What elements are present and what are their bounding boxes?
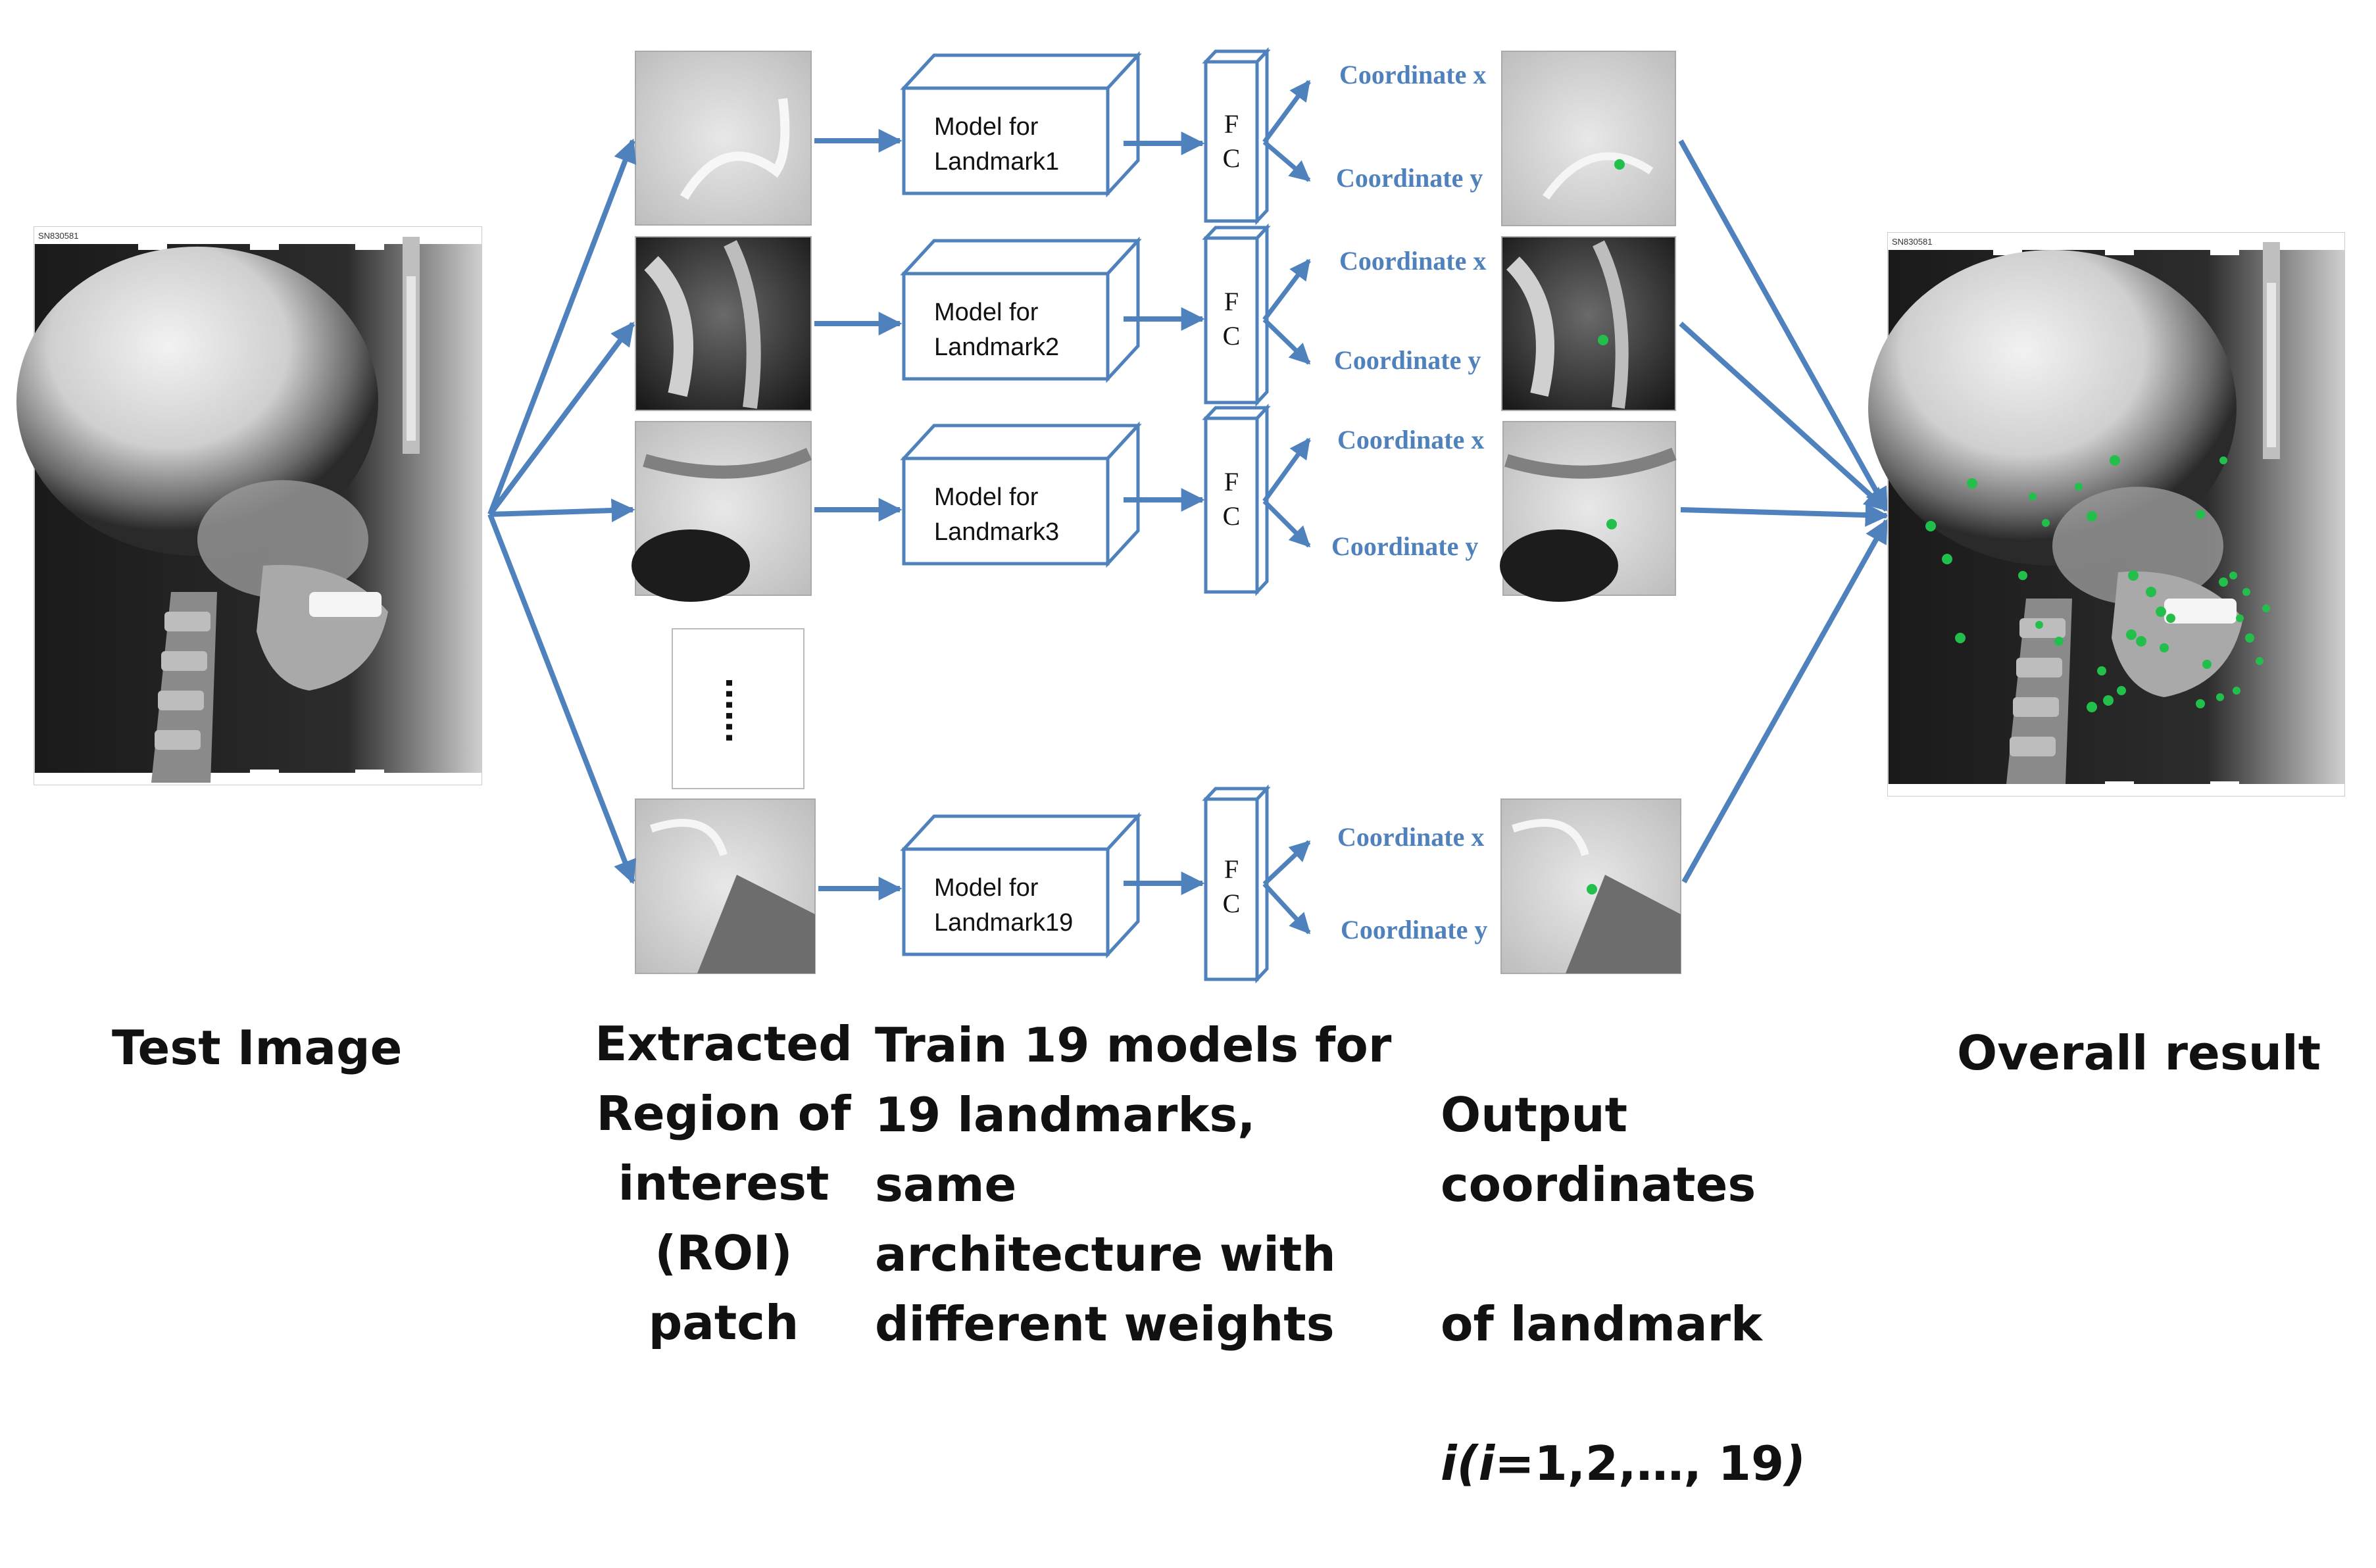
- model-1-line2: Landmark1: [934, 148, 1059, 176]
- row-19: Model for Landmark19 F C Coordinate x Co…: [818, 518, 1889, 984]
- pipeline-diagram: SN830581 ......: [16, 47, 2345, 1491]
- model-2-line2: Landmark2: [934, 333, 1059, 361]
- coord-x-1: Coordinate x: [1339, 60, 1486, 89]
- landmark-dot-3: [1606, 519, 1617, 529]
- coord-x-3: Coordinate x: [1337, 425, 1484, 454]
- caption-output-eq: =1,2,…, 19: [1495, 1436, 1785, 1491]
- fc-19-line1: F: [1224, 854, 1239, 884]
- caption-output-line1: Output coordinates: [1441, 1087, 1756, 1212]
- model-19-line2: Landmark19: [934, 909, 1073, 937]
- diagram-canvas: SN830581 ......: [16, 47, 2345, 984]
- model-box-2: Model for Landmark2: [900, 236, 1142, 383]
- test-image-id: SN830581: [38, 231, 78, 241]
- row-1: Model for Landmark1 F C Coordinate x Coo…: [814, 47, 1889, 512]
- model-box-1: Model for Landmark1: [900, 51, 1142, 198]
- caption-output-line2: of landmark: [1441, 1296, 1762, 1352]
- landmark-dot-2: [1598, 335, 1608, 345]
- coord-x-2: Coordinate x: [1339, 246, 1486, 276]
- model-2-line1: Model for: [934, 299, 1039, 326]
- result-image: SN830581: [1868, 232, 2345, 796]
- caption-test-image: Test Image: [112, 1020, 403, 1075]
- fc-19-line2: C: [1223, 889, 1241, 918]
- result-landmarks: [1925, 455, 2270, 712]
- caption-roi: Extracted Region of interest (ROI) patch: [595, 1016, 853, 1350]
- model-1-line1: Model for: [934, 113, 1039, 141]
- fc-3-line2: C: [1223, 501, 1241, 531]
- model-3-line2: Landmark3: [934, 518, 1059, 546]
- coord-x-19: Coordinate x: [1337, 822, 1484, 852]
- coord-y-2: Coordinate y: [1334, 345, 1481, 375]
- caption-output-line3: i(i=1,2,…, 19): [1441, 1429, 1941, 1498]
- fc-2-line2: C: [1223, 321, 1241, 351]
- row-2: Model for Landmark2 F C Coordinate x Coo…: [814, 223, 1889, 512]
- output-patch-2: [1501, 236, 1676, 411]
- roi-ellipsis-box: ......: [672, 628, 804, 789]
- fc-3-line1: F: [1224, 467, 1239, 497]
- output-patch-19: [1500, 798, 1681, 974]
- fc-box-19: F C: [1202, 784, 1271, 984]
- caption-output-close: ): [1784, 1436, 1806, 1491]
- model-box-19: Model for Landmark19: [900, 812, 1142, 959]
- output-patch-3: [1500, 421, 1677, 602]
- landmark-dot-1: [1614, 159, 1625, 170]
- test-image: SN830581: [16, 226, 482, 785]
- caption-train: Train 19 models for 19 landmarks, same a…: [875, 1017, 1392, 1352]
- fc-2-line1: F: [1224, 287, 1239, 316]
- caption-overall: Overall result: [1957, 1025, 2321, 1081]
- roi-patch-1: [635, 51, 812, 226]
- roi-ellipsis: ......: [718, 677, 762, 743]
- output-patch-1: [1501, 51, 1676, 226]
- model-3-line1: Model for: [934, 483, 1039, 511]
- result-image-id: SN830581: [1892, 237, 1932, 247]
- landmark-dot-19: [1587, 884, 1597, 894]
- coord-y-3: Coordinate y: [1331, 531, 1478, 561]
- caption-output: Output coordinates of landmark i(i=1,2,……: [1441, 1010, 1941, 1568]
- coord-y-1: Coordinate y: [1336, 163, 1483, 193]
- fc-1-line1: F: [1224, 109, 1239, 139]
- caption-output-i: i(i: [1441, 1436, 1495, 1491]
- roi-patch-3: [631, 421, 812, 602]
- roi-patch-19: [635, 798, 816, 974]
- fc-box-2: F C: [1202, 223, 1271, 407]
- roi-patch-2: [635, 236, 812, 411]
- row-3: Model for Landmark3 F C Coordinate x Coo…: [814, 403, 1889, 602]
- fc-1-line2: C: [1223, 143, 1241, 173]
- model-box-3: Model for Landmark3: [900, 421, 1142, 568]
- fc-box-3: F C: [1202, 403, 1271, 597]
- fanout-arrows: [487, 138, 637, 885]
- fc-box-1: F C: [1202, 47, 1271, 226]
- coord-y-19: Coordinate y: [1341, 915, 1487, 944]
- model-19-line1: Model for: [934, 874, 1039, 902]
